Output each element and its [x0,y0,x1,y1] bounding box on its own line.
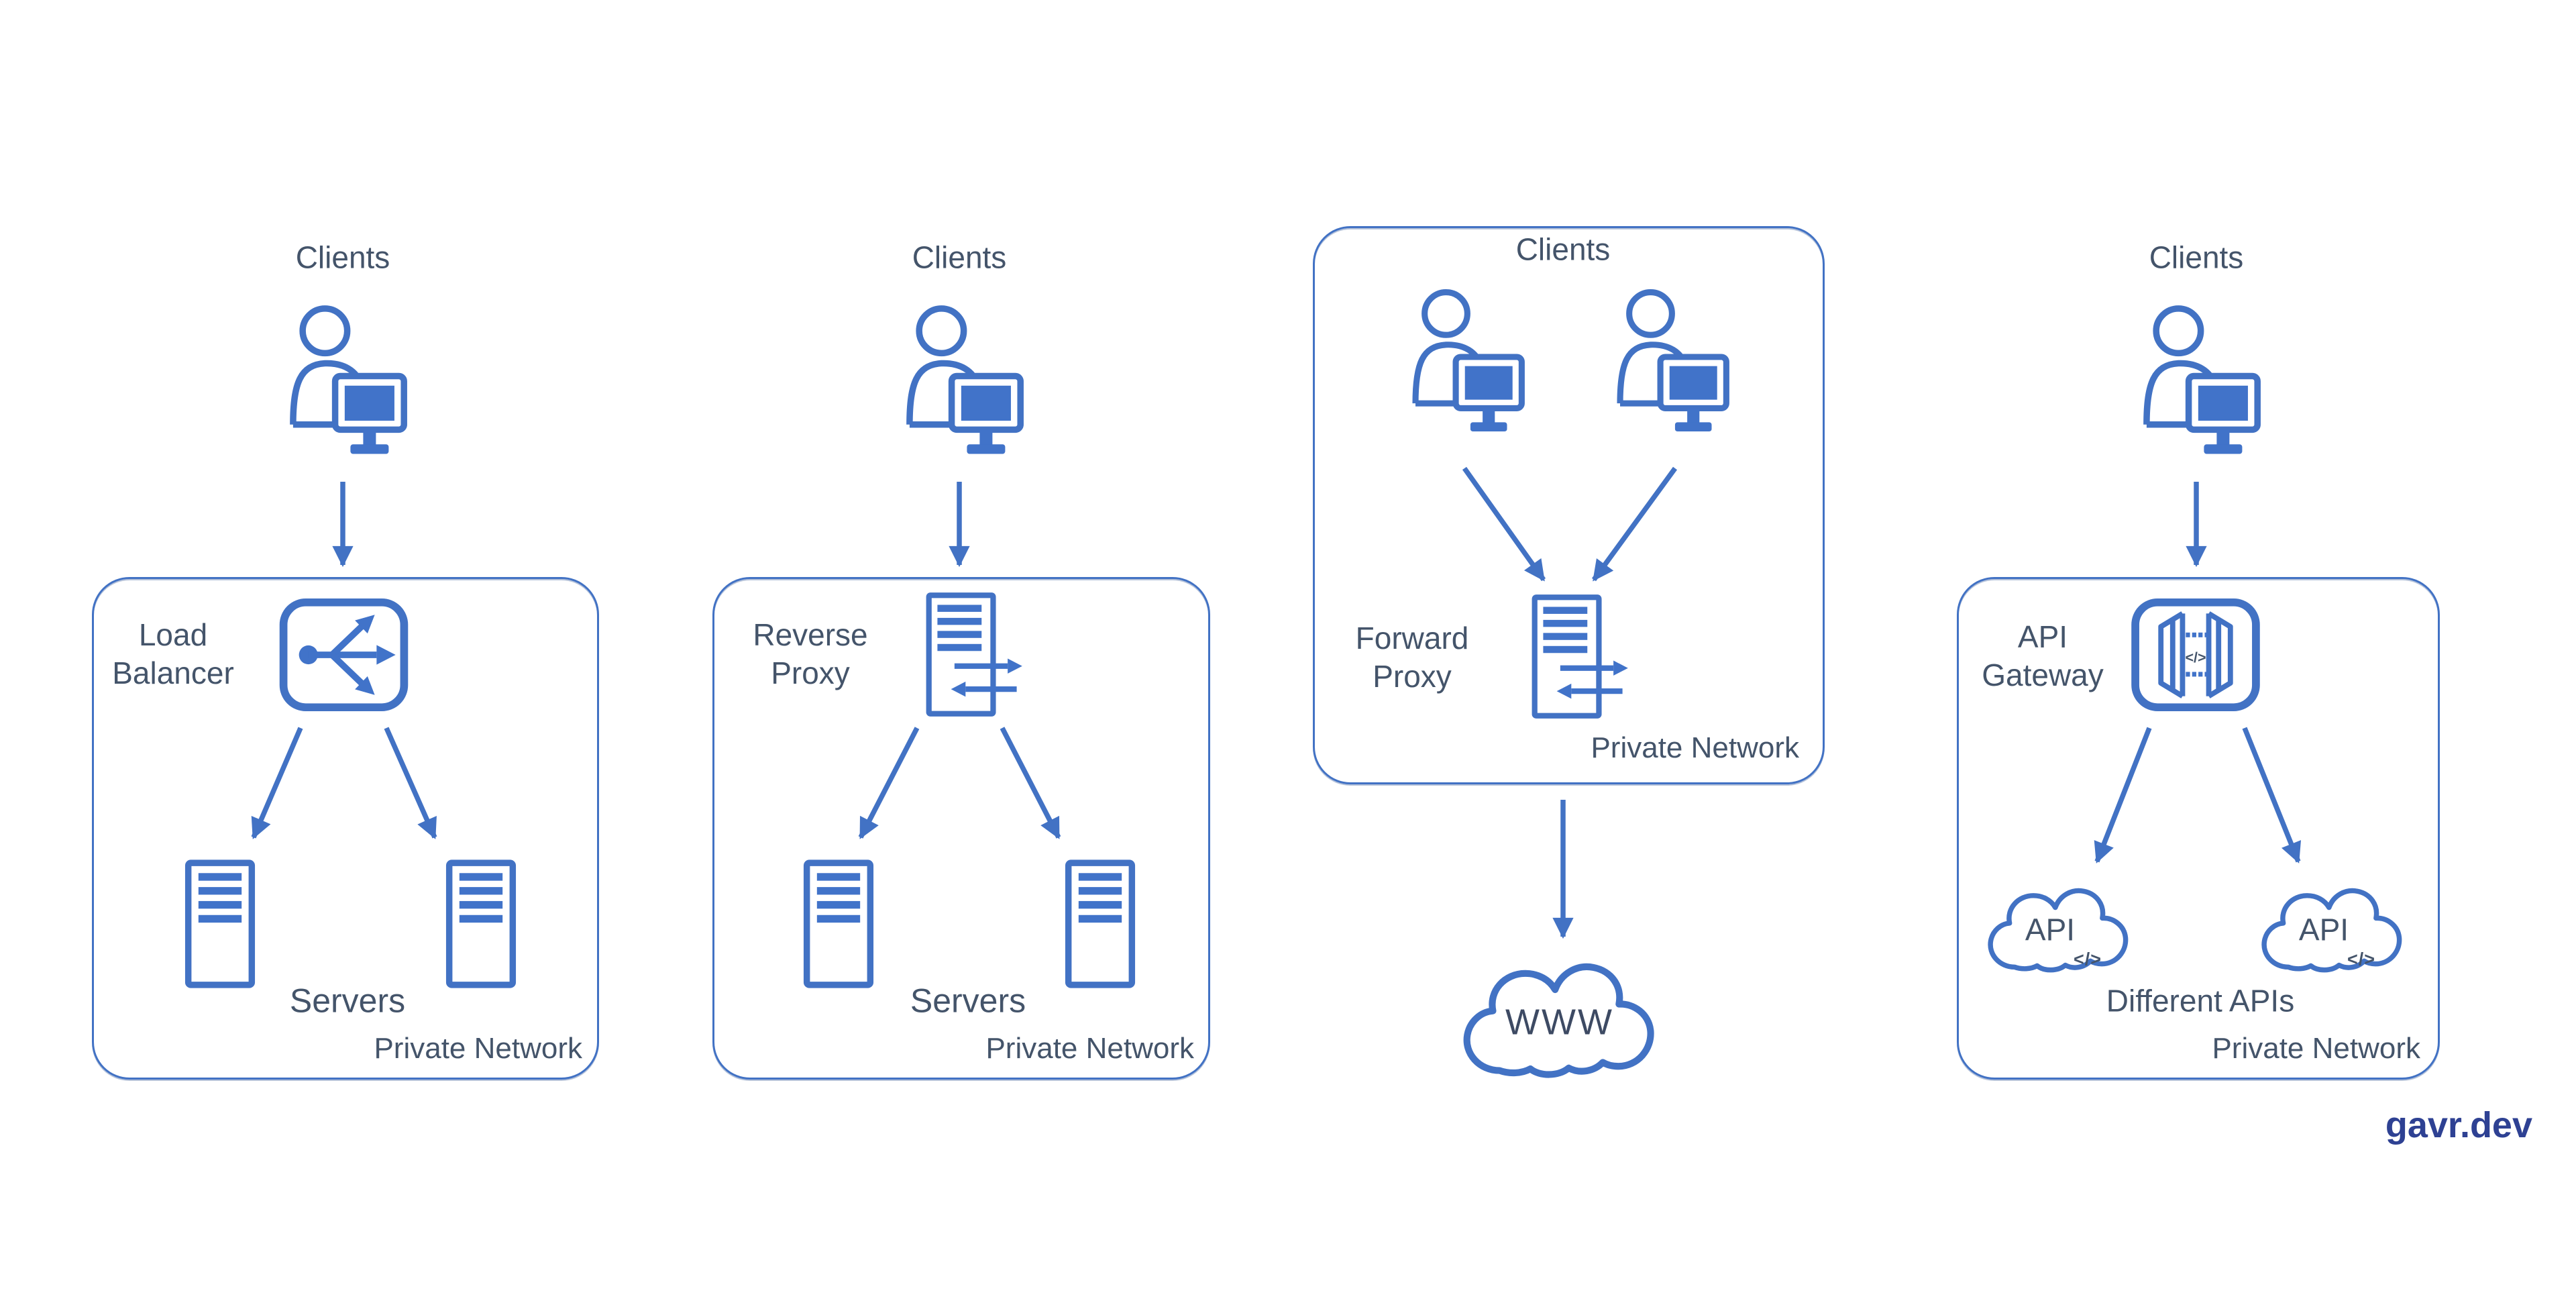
client-icon [1412,289,1525,432]
server-icon [184,859,256,988]
client-icon [290,305,407,454]
load-balancer-label-line2: Balancer [112,656,234,690]
reverse-proxy-label: Reverse Proxy [753,616,867,692]
private-network-label-reverse-proxy: Private Network [985,1032,1194,1065]
www-label: WWW [1505,1002,1614,1043]
private-network-label-forward-proxy: Private Network [1591,731,1799,764]
load-balancer-label-line1: Load [138,617,208,652]
load-balancer-label: Load Balancer [112,616,234,692]
forward-proxy-label: Forward Proxy [1356,619,1469,696]
forward-proxy-label-line2: Proxy [1373,659,1452,694]
watermark-gavr-dev: gavr.dev [2385,1105,2532,1145]
clients-label-api-gateway: Clients [2149,240,2244,275]
client-icon [2143,305,2261,454]
private-network-box-load-balancer [92,577,599,1080]
api-gateway-icon: </> [2131,598,2260,712]
client-icon [906,305,1024,454]
private-network-box-reverse-proxy [712,577,1210,1080]
api-gateway-label: API Gateway [1982,618,2104,694]
gateway-code-glyph: </> [2185,649,2206,666]
servers-label-load-balancer: Servers [289,982,406,1020]
api-cloud-label-1: API [2025,912,2076,947]
api-gateway-label-line2: Gateway [1982,658,2104,692]
clients-label-reverse-proxy: Clients [912,240,1007,275]
private-network-label-load-balancer: Private Network [374,1032,582,1065]
forward-proxy-label-line1: Forward [1355,621,1469,656]
private-network-box-api-gateway [1957,577,2440,1080]
api-cloud-icon [2261,888,2402,973]
clients-label-load-balancer: Clients [295,240,390,275]
api-gateway-label-line1: API [2017,619,2068,654]
private-network-box-forward-proxy [1313,226,1825,784]
servers-label-reverse-proxy: Servers [910,982,1026,1020]
different-apis-label: Different APIs [2106,983,2295,1019]
server-icon [445,859,517,988]
clients-label-forward-proxy: Clients [1515,231,1611,267]
api-cloud-label-2: API [2298,912,2349,947]
www-cloud-icon [1463,963,1654,1078]
load-balancer-icon [279,598,409,712]
forward-proxy-server-icon [1532,594,1628,719]
server-icon [803,859,874,988]
reverse-proxy-server-icon [926,592,1022,717]
api-cloud-icon [1988,888,2129,973]
client-icon [1617,289,1729,432]
reverse-proxy-label-line1: Reverse [753,617,868,652]
reverse-proxy-label-line2: Proxy [771,656,850,690]
api-cloud-code-1: </> [2073,949,2102,970]
api-cloud-code-2: </> [2347,949,2376,970]
private-network-label-api-gateway: Private Network [2212,1032,2420,1065]
server-icon [1065,859,1136,988]
